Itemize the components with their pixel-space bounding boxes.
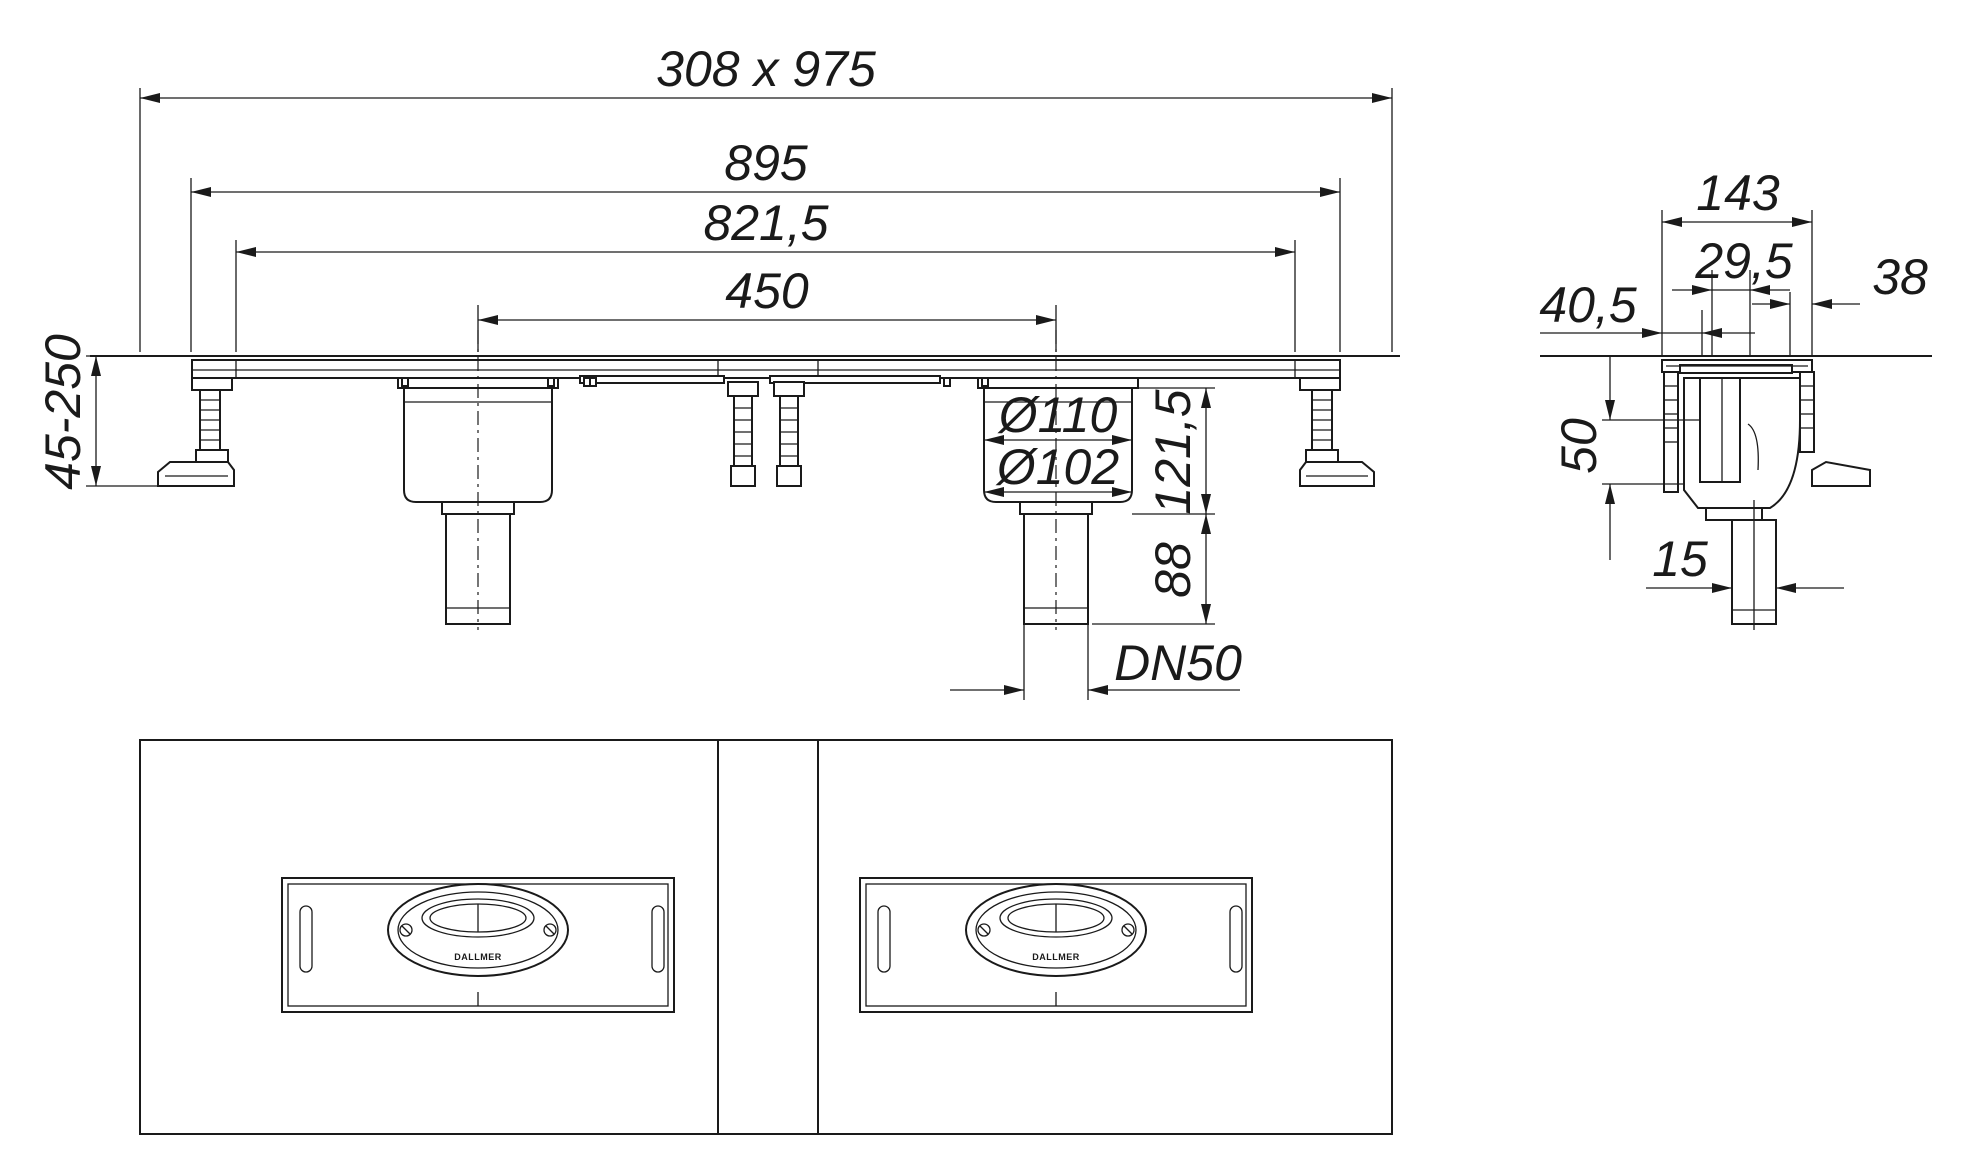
dimension-40: 40,5 bbox=[1539, 277, 1755, 356]
adjustable-foot-center-left bbox=[727, 381, 759, 487]
dimension-895-label: 895 bbox=[724, 135, 808, 191]
brand-logo-left: DALLMER bbox=[454, 952, 502, 962]
screw-left-b bbox=[543, 923, 557, 937]
side-elevation-view: 308 x 975 895 821,5 450 bbox=[35, 41, 1400, 700]
dimension-143-label: 143 bbox=[1696, 165, 1780, 221]
dimension-overall-label: 308 x 975 bbox=[656, 41, 876, 97]
section-body bbox=[1661, 359, 1871, 630]
plan-outline bbox=[139, 739, 1393, 1135]
slot-right-b bbox=[1229, 905, 1243, 973]
dimension-dn50-label: DN50 bbox=[1114, 635, 1242, 691]
dimension-pipe-size: DN50 bbox=[950, 624, 1242, 700]
dimension-height-range: 45-250 bbox=[35, 334, 180, 490]
dimension-15-label: 15 bbox=[1652, 531, 1708, 587]
cross-section-view: 143 29,5 40,5 38 bbox=[1539, 165, 1932, 630]
dimension-895: 895 bbox=[190, 135, 1341, 352]
slot-left-a bbox=[299, 905, 313, 973]
dimension-40-label: 40,5 bbox=[1539, 277, 1637, 333]
dimension-50-label: 50 bbox=[1551, 418, 1607, 474]
brand-logo-right: DALLMER bbox=[1032, 952, 1080, 962]
screw-right-b bbox=[1121, 923, 1135, 937]
dimension-821: 821,5 bbox=[235, 195, 1296, 352]
adjustable-foot-center-right bbox=[773, 381, 805, 487]
dimension-29: 29,5 bbox=[1672, 233, 1793, 356]
adjustable-foot-right bbox=[1299, 377, 1375, 487]
dimension-143: 143 bbox=[1661, 165, 1813, 356]
dimension-45-250-label: 45-250 bbox=[35, 334, 91, 490]
dimension-body-height: 121,5 88 bbox=[1092, 387, 1215, 625]
dimension-d110-label: Ø110 bbox=[997, 387, 1118, 443]
dimension-38: 38 bbox=[1752, 249, 1928, 356]
dimension-15: 15 bbox=[1646, 531, 1844, 593]
grate-right: DALLMER bbox=[859, 877, 1253, 1013]
dimension-38-label: 38 bbox=[1872, 249, 1928, 305]
dimension-50: 50 bbox=[1551, 356, 1700, 560]
dimension-29-label: 29,5 bbox=[1694, 233, 1793, 289]
screw-left-a bbox=[399, 923, 413, 937]
slot-left-b bbox=[651, 905, 665, 973]
outlet-body-left bbox=[403, 330, 553, 630]
slot-right-a bbox=[877, 905, 891, 973]
dimension-821-label: 821,5 bbox=[703, 195, 828, 251]
dimension-overall: 308 x 975 bbox=[139, 41, 1393, 352]
outlet-diameter-labels: Ø110 Ø102 bbox=[984, 387, 1132, 497]
channel-body bbox=[191, 359, 1341, 389]
dimension-121-label: 121,5 bbox=[1145, 389, 1201, 514]
grate-left: DALLMER bbox=[281, 877, 675, 1013]
dimension-450: 450 bbox=[477, 263, 1057, 352]
adjustable-foot-left bbox=[157, 377, 235, 487]
dimension-450-label: 450 bbox=[725, 263, 809, 319]
dimension-88-label: 88 bbox=[1145, 542, 1201, 598]
fasteners bbox=[401, 377, 989, 387]
plan-view: DALLMER DALLMER bbox=[139, 739, 1393, 1135]
screw-right-a bbox=[977, 923, 991, 937]
dimension-d102-label: Ø102 bbox=[995, 439, 1120, 495]
outlet-body-right bbox=[983, 330, 1133, 630]
